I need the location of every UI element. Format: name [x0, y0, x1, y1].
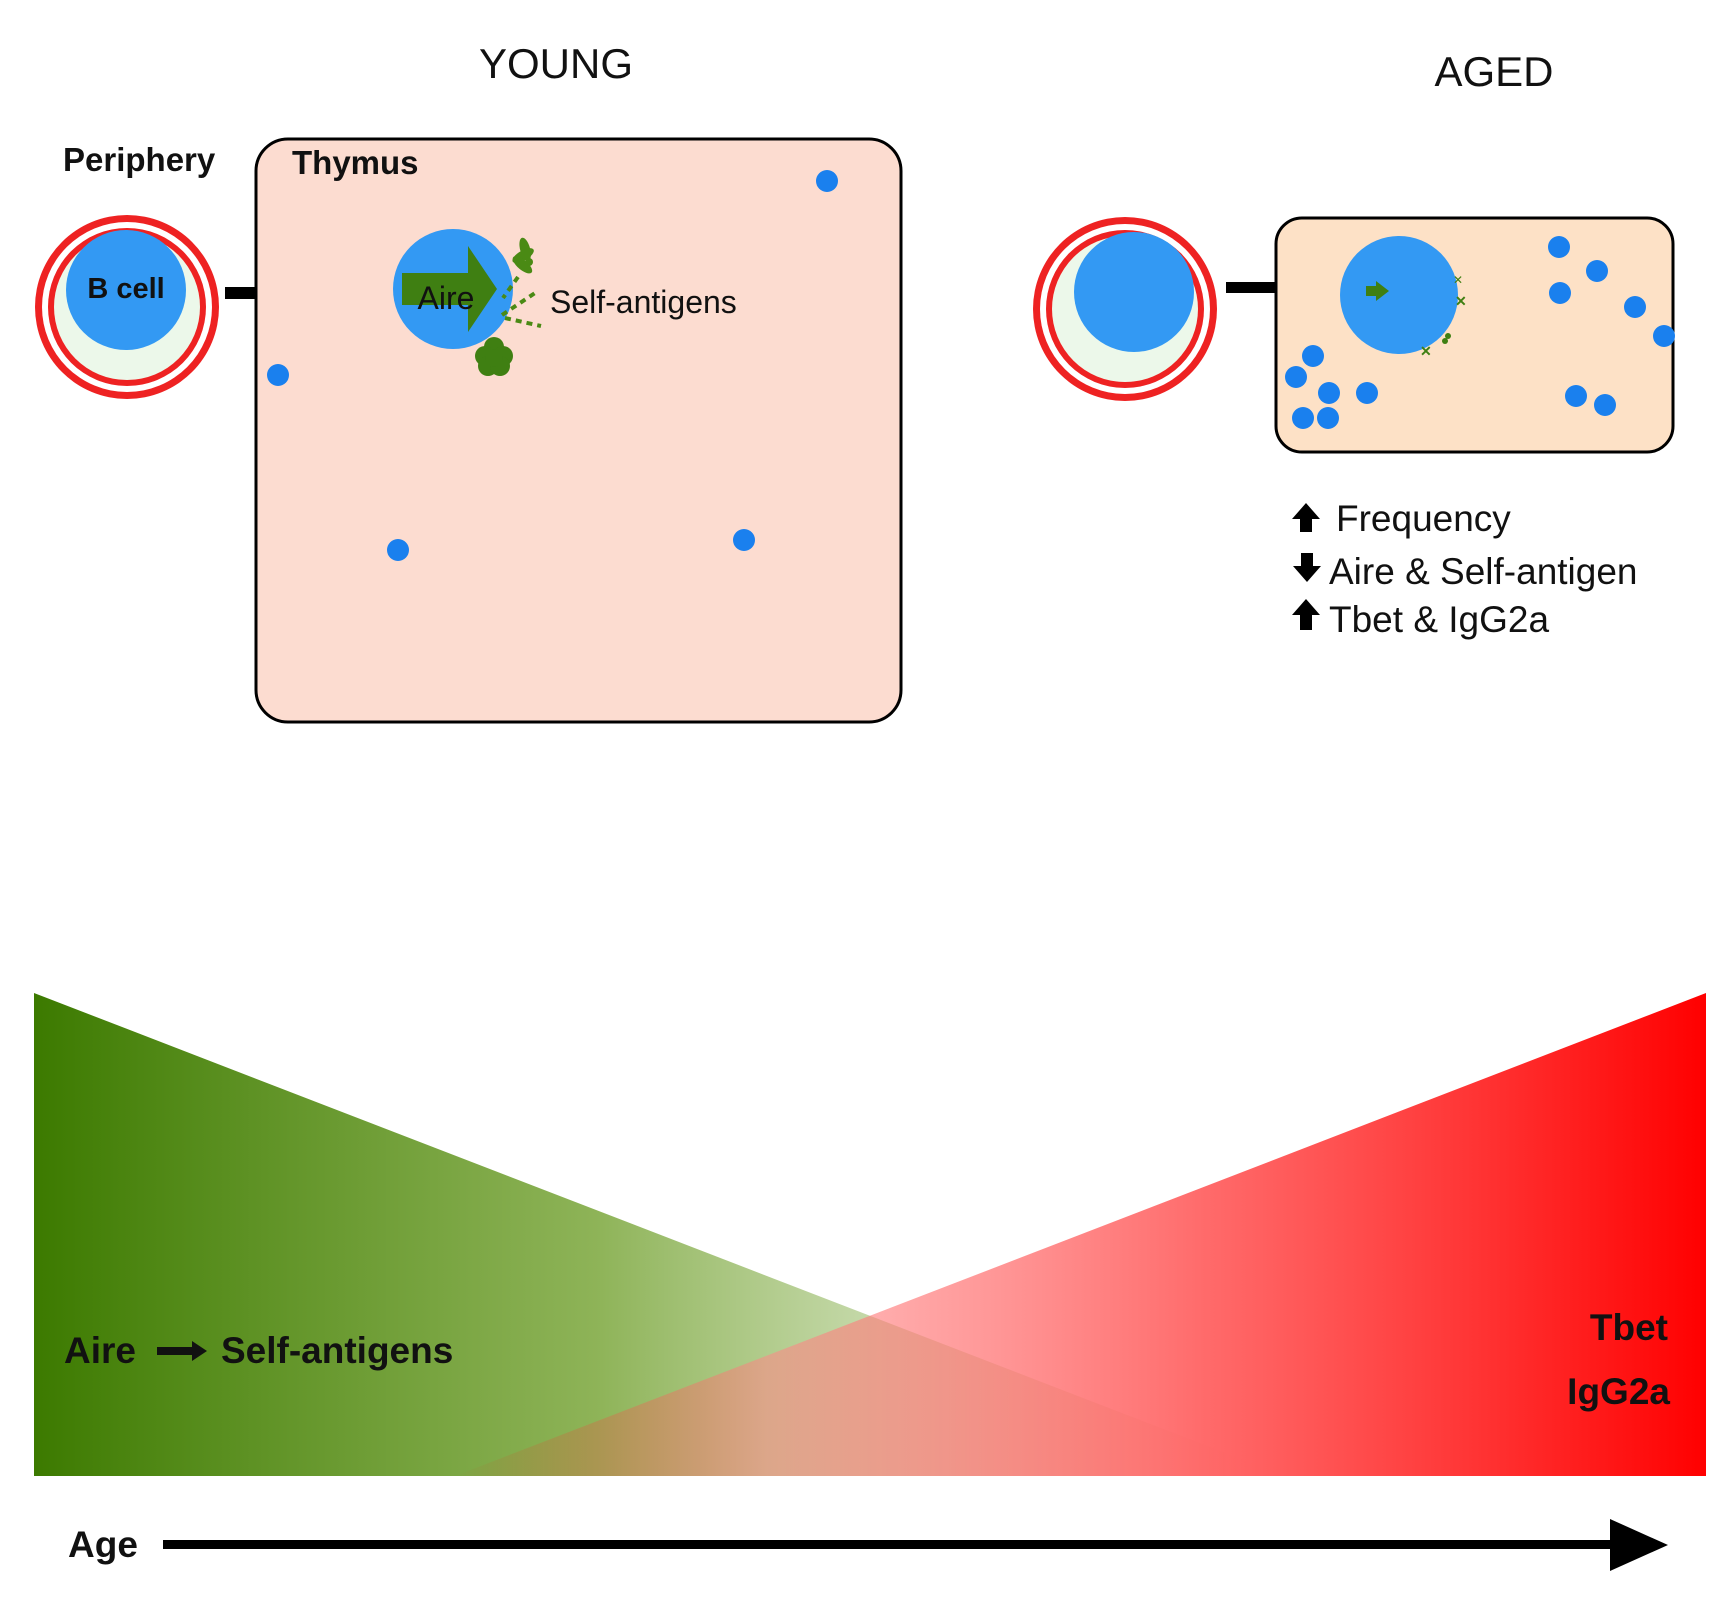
aged-thymic-b-cell	[1302, 345, 1324, 367]
aged-aire-arrow-icon	[1366, 281, 1389, 301]
dashed-antigen-icon	[500, 275, 542, 328]
aged-b-cell	[1074, 232, 1194, 352]
aged-change-item: Aire & Self-antigen	[1293, 551, 1638, 592]
tbet-increase-gradient	[455, 993, 1706, 1476]
aged-self-antigen-icon: ✕ ✕ ✕	[1420, 273, 1467, 359]
b-cell-label: B cell	[87, 273, 164, 305]
svg-text:✕: ✕	[1455, 293, 1467, 309]
down-arrow-icon	[1293, 553, 1321, 582]
young-thymic-b-cell	[733, 529, 755, 551]
aged-thymic-b-cell	[1356, 382, 1378, 404]
svg-text:✕: ✕	[1453, 273, 1463, 287]
aged-change-item: Tbet & IgG2a	[1292, 599, 1549, 640]
aged-thymic-b-cell	[1318, 382, 1340, 404]
right-arrow-icon	[157, 1341, 207, 1361]
young-thymic-b-cell	[267, 364, 289, 386]
aged-change-text: Frequency	[1336, 498, 1511, 539]
aged-thymic-b-cell	[1565, 385, 1587, 407]
aged-thymic-b-cell	[1653, 325, 1675, 347]
aged-change-text: Tbet & IgG2a	[1329, 599, 1549, 640]
gradient-aire-label: Aire	[64, 1330, 136, 1371]
age-axis-arrow	[163, 1519, 1668, 1571]
aged-aire-b-cell	[1340, 236, 1458, 354]
aged-thymic-b-cells	[1285, 236, 1675, 429]
aged-thymic-b-cell	[1292, 407, 1314, 429]
young-thymus	[254, 137, 903, 724]
self-antigens-label: Self-antigens	[550, 284, 737, 320]
aged-thymic-b-cell	[1549, 282, 1571, 304]
gradient-self-antigens-label: Self-antigens	[221, 1330, 453, 1371]
aged-change-text: Aire & Self-antigen	[1329, 551, 1638, 592]
pinwheel-antigen-icon	[512, 237, 534, 274]
young-b-cell	[66, 230, 186, 350]
up-arrow-icon	[1292, 503, 1320, 532]
aged-heading: AGED	[1434, 48, 1553, 95]
aged-thymic-b-cell	[1285, 366, 1307, 388]
aged-thymic-b-cell	[1317, 407, 1339, 429]
periphery-label: Periphery	[63, 141, 216, 178]
young-heading: YOUNG	[479, 40, 633, 87]
svg-text:✕: ✕	[1420, 343, 1432, 359]
young-thymic-b-cell	[387, 539, 409, 561]
aged-thymic-b-cell	[1594, 394, 1616, 416]
aire-arrow-icon	[402, 246, 497, 332]
aire-label: Aire	[418, 280, 475, 316]
aged-thymic-b-cell	[1548, 236, 1570, 258]
gradient-tbet-label: Tbet	[1590, 1307, 1668, 1348]
aged-change-item: Frequency	[1292, 498, 1511, 539]
up-arrow-icon	[1292, 599, 1320, 630]
flower-antigen-icon	[475, 337, 513, 376]
aged-thymic-b-cell	[1624, 296, 1646, 318]
young-thymic-b-cell	[816, 170, 838, 192]
gradient-igg2a-label: IgG2a	[1567, 1371, 1670, 1412]
age-axis-label: Age	[68, 1524, 138, 1565]
thymus-label: Thymus	[292, 144, 419, 181]
aged-thymic-b-cell	[1586, 260, 1608, 282]
